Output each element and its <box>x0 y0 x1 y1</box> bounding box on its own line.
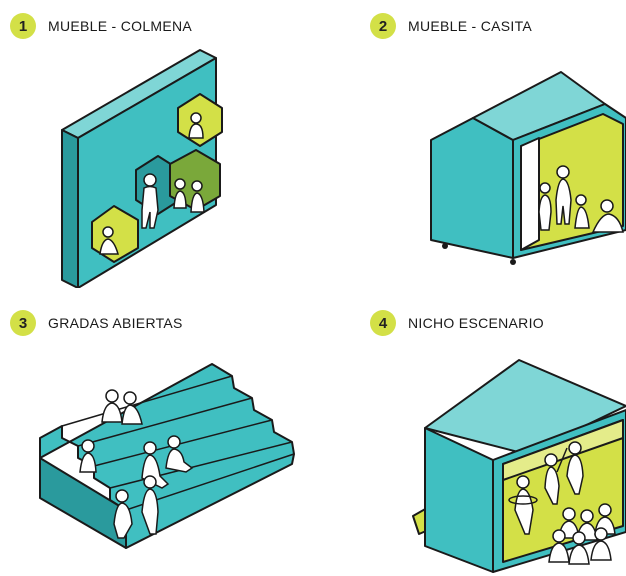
person-figure <box>121 391 143 425</box>
person-figure <box>190 180 205 213</box>
niche-inner-back <box>502 419 624 481</box>
person-figure <box>141 173 159 229</box>
person-figure <box>79 439 97 473</box>
panel-gradas-abiertas: 3 GRADAS ABIERTAS <box>0 288 313 576</box>
colmena-illustration <box>61 49 223 288</box>
wheel <box>442 243 448 249</box>
person-figure <box>508 475 538 535</box>
person-figure <box>574 194 590 229</box>
step-edge <box>77 397 253 447</box>
panel-title: GRADAS ABIERTAS <box>48 315 183 331</box>
panel-heading: 2 MUEBLE - CASITA <box>370 13 532 39</box>
number-badge: 3 <box>10 310 36 336</box>
person-figure <box>141 475 159 535</box>
niche-top <box>424 359 626 455</box>
person-figure <box>173 178 187 209</box>
audience-figure <box>548 529 570 563</box>
audience-figure <box>568 531 590 565</box>
panel-heading: 3 GRADAS ABIERTAS <box>10 310 183 336</box>
panel-nicho-escenario: 4 NICHO ESCENARIO <box>313 288 626 576</box>
step-edge <box>61 375 233 427</box>
panel-heading: 1 MUEBLE - COLMENA <box>10 13 192 39</box>
casita-illustration <box>430 71 626 265</box>
panel-mueble-colmena: 1 MUEBLE - COLMENA <box>0 0 313 288</box>
person-figure <box>591 199 624 233</box>
wall-front <box>61 129 79 288</box>
person-figure <box>99 226 119 255</box>
niche-side <box>424 427 494 573</box>
panel-heading: 4 NICHO ESCENARIO <box>370 310 544 336</box>
panel-title: MUEBLE - COLMENA <box>48 18 193 34</box>
gradas-illustration <box>39 363 295 549</box>
step-edge <box>93 419 273 467</box>
number-badge: 2 <box>370 13 396 39</box>
person-figure <box>566 441 584 495</box>
person-figure <box>538 182 552 231</box>
person-figure <box>555 165 572 225</box>
person-figure <box>113 489 133 539</box>
panel-title: MUEBLE - CASITA <box>408 18 533 34</box>
person-figure <box>165 435 194 473</box>
number-badge: 4 <box>370 310 396 336</box>
nicho-illustration <box>412 359 626 573</box>
house-side <box>430 117 514 259</box>
number-badge: 1 <box>10 13 36 39</box>
step-edge <box>109 441 293 489</box>
house-inner-wall <box>520 137 540 251</box>
panel-title: NICHO ESCENARIO <box>408 315 544 331</box>
audience-figure <box>590 527 612 561</box>
person-figure <box>544 447 568 505</box>
stairs-body <box>39 363 295 549</box>
panel-mueble-casita: 2 MUEBLE - CASITA <box>313 0 626 288</box>
person-figure <box>188 112 204 139</box>
person-figure <box>101 389 123 423</box>
wheel <box>510 259 516 265</box>
